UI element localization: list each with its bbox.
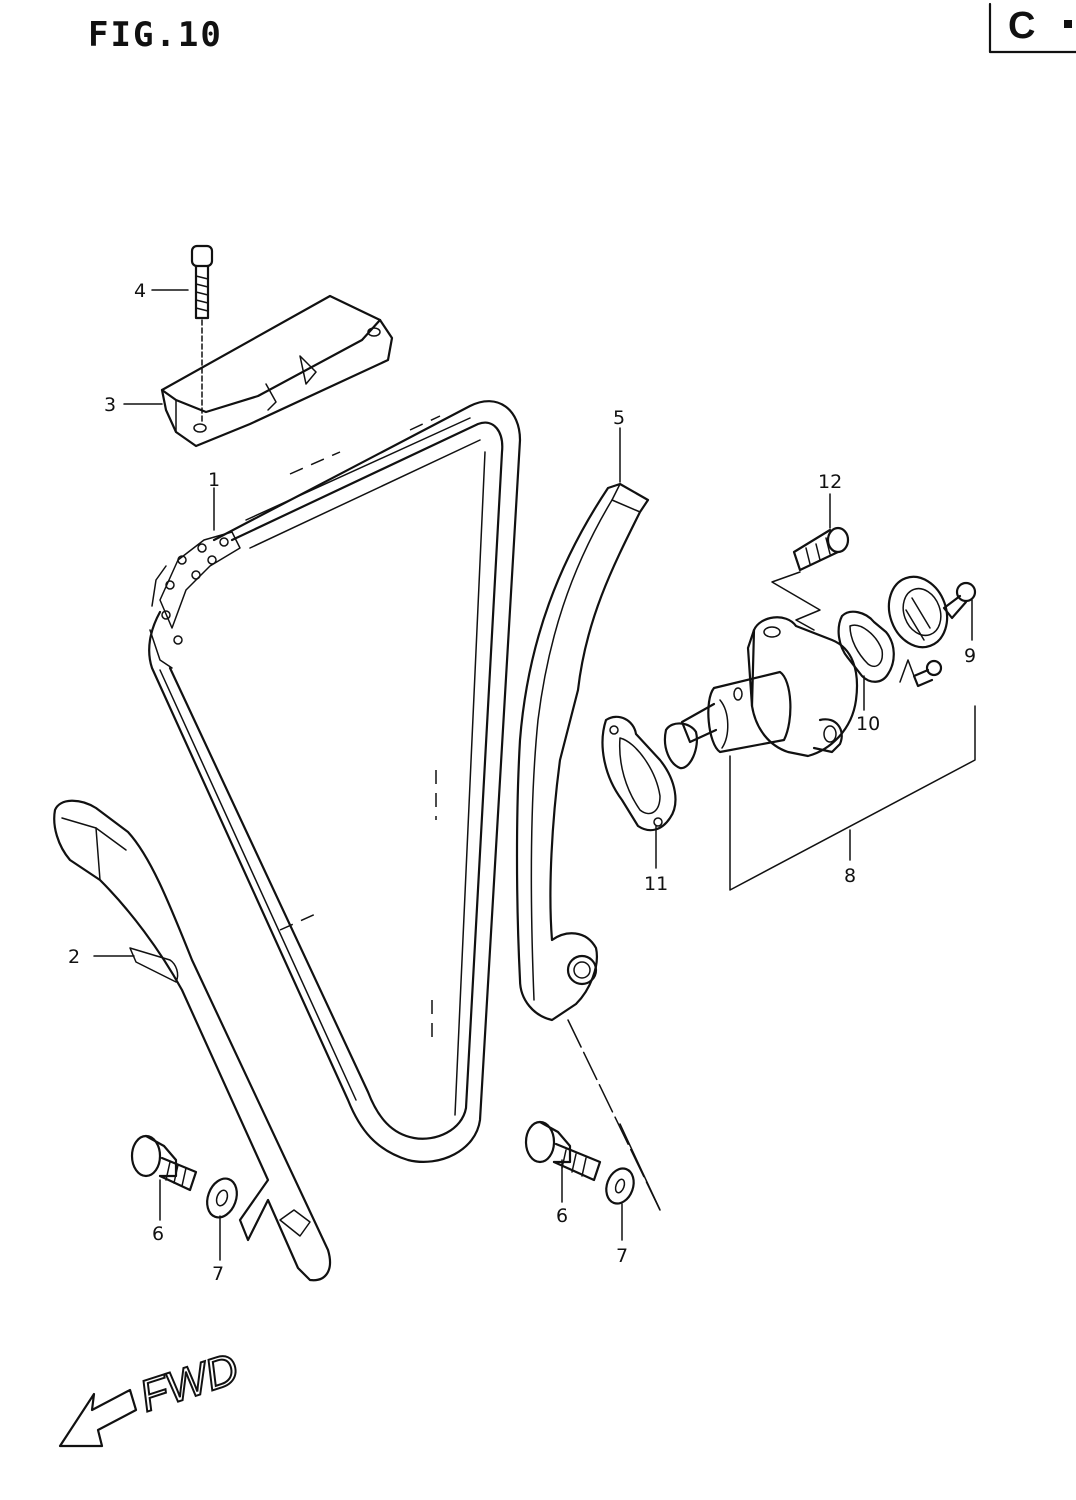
- callout-1: 1: [208, 469, 220, 491]
- tensioner-bolt: [771, 526, 850, 631]
- callout-leaders: [93, 289, 973, 1261]
- callout-7-right: 7: [616, 1245, 628, 1267]
- callout-6-right: 6: [556, 1205, 568, 1227]
- cap-screw: [942, 581, 977, 620]
- callout-7-left: 7: [212, 1263, 224, 1285]
- gasket-upper: [837, 610, 895, 683]
- figure-title: FIG.10: [88, 15, 223, 55]
- gasket-lower: [601, 715, 677, 832]
- cam-chain-tensioner: [663, 616, 976, 891]
- callout-6-left: 6: [152, 1223, 164, 1245]
- callout-10: 10: [856, 713, 880, 735]
- small-screw: [899, 659, 943, 688]
- callout-3: 3: [104, 394, 116, 416]
- chain-guide-top: [160, 294, 394, 448]
- washer-right: [605, 1167, 635, 1205]
- forward-direction-indicator: FWD: [58, 1343, 245, 1448]
- callout-8: 8: [844, 865, 856, 887]
- fwd-label: FWD: [134, 1344, 244, 1422]
- tensioner-cap: [887, 575, 949, 649]
- chain-tensioner-arm: [515, 482, 661, 1211]
- washer-left: [206, 1177, 238, 1219]
- fwd-arrow-icon: [58, 1388, 138, 1448]
- pivot-bolt-left: [130, 1134, 198, 1192]
- section-code: C: [1008, 5, 1035, 47]
- section-code-box: C: [988, 2, 1076, 54]
- callout-11: 11: [644, 873, 668, 895]
- callout-2: 2: [68, 946, 80, 968]
- callout-9: 9: [964, 645, 976, 667]
- chain-guide-front: [53, 799, 332, 1282]
- callout-4: 4: [134, 280, 146, 302]
- pivot-bolt-right: [524, 1120, 602, 1182]
- callout-labels: 4 3 1 5 12 9 10 2 11 8 6 7 6 7: [68, 280, 976, 1285]
- callout-5: 5: [613, 407, 625, 429]
- callout-12: 12: [818, 471, 842, 493]
- bolt-top: [190, 244, 214, 425]
- cam-chain: [148, 400, 522, 1163]
